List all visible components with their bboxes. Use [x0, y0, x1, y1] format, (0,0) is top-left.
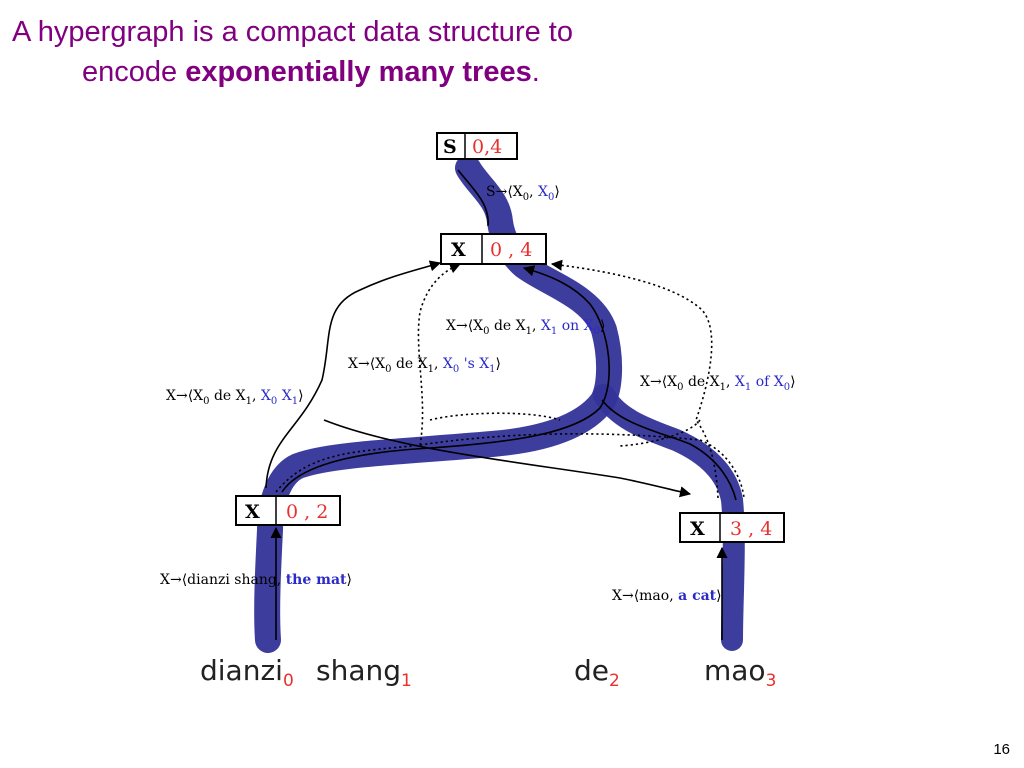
- top-x-node: X 0 , 4: [440, 233, 547, 265]
- title-prefix: encode: [82, 56, 186, 88]
- rule-x-concat: X→⟨X0 de X1, X0 X1⟩: [166, 388, 304, 407]
- page-number: 16: [993, 741, 1010, 758]
- title-emphasis: exponentially many trees: [185, 56, 532, 88]
- dotted-edges: [275, 259, 745, 499]
- solid-edges: [265, 169, 737, 640]
- left-x-node-symbol: X: [245, 501, 260, 523]
- left-x-node-span: 0 , 2: [286, 501, 328, 523]
- title-line-2: encode exponentially many trees.: [12, 52, 772, 92]
- root-node-symbol: S: [443, 136, 457, 158]
- rule-x-on: X→⟨X0 de X1, X1 on X0⟩: [446, 318, 605, 337]
- left-x-node: X 0 , 2: [235, 495, 341, 526]
- word-shang: shang1: [316, 654, 412, 691]
- slide-title: A hypergraph is a compact data structure…: [12, 12, 772, 92]
- right-x-node: X 3 , 4: [679, 512, 785, 543]
- title-suffix: .: [531, 56, 540, 88]
- rule-x-of: X→⟨X0 de X1, X1 of X0⟩: [640, 374, 796, 393]
- right-x-node-span: 3 , 4: [730, 518, 772, 540]
- root-node-span: 0,4: [472, 136, 502, 158]
- word-mao: mao3: [704, 654, 776, 691]
- top-x-node-span: 0 , 4: [490, 239, 532, 261]
- rule-x-possessive: X→⟨X0 de X1, X0 's X1⟩: [348, 356, 501, 375]
- right-x-node-symbol: X: [690, 518, 705, 540]
- rule-dianzi-shang: X→⟨dianzi shang, the mat⟩: [160, 572, 352, 588]
- rule-mao: X→⟨mao, a cat⟩: [612, 588, 722, 604]
- rule-s: S→⟨X0, X0⟩: [486, 184, 560, 203]
- word-de: de2: [574, 654, 620, 691]
- title-line-1: A hypergraph is a compact data structure…: [12, 16, 573, 48]
- top-x-node-symbol: X: [451, 239, 466, 261]
- root-node: S 0,4: [436, 132, 518, 160]
- word-dianzi: dianzi0: [200, 654, 294, 691]
